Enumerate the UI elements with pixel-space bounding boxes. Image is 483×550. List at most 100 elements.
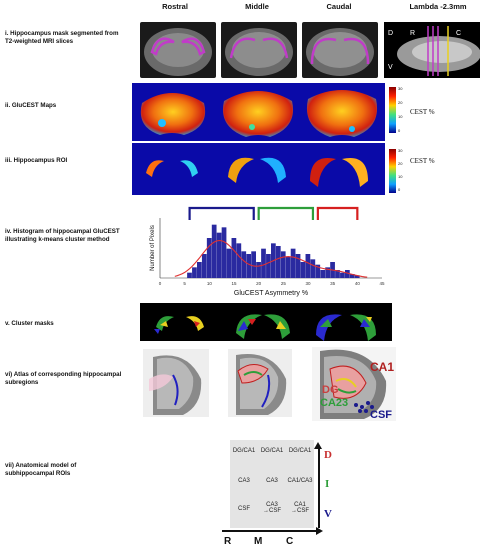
histogram-bar [246, 254, 252, 278]
histogram-bar [241, 251, 247, 278]
colorbar-maps [389, 87, 396, 133]
x-tick-label: 0 [159, 281, 162, 286]
histogram-bar [310, 259, 316, 278]
histogram-bar [236, 243, 242, 278]
histogram-bar [305, 254, 311, 278]
histogram-bar [216, 232, 222, 278]
y-axis-label: Number of Pixels [150, 225, 156, 271]
cest-label-maps: CEST % [410, 108, 435, 116]
col-header-rostral: Rostral [162, 2, 188, 11]
atlas-caudal [312, 347, 396, 421]
model-cell-r2c2: CA3 [266, 478, 278, 484]
cb2-tick-30: 30 [398, 148, 403, 153]
histogram-bar [226, 248, 232, 278]
atlas-label-ca1: CA1 [370, 360, 395, 374]
histogram-bar [256, 262, 261, 278]
atlas-label-ca23: CA23 [320, 397, 349, 409]
histogram-bar [300, 262, 306, 278]
sagittal-c: C [456, 30, 462, 37]
model-cell-r2c3: CA1/CA3 [287, 478, 313, 484]
row-label-cluster-masks: v. Cluster masks [5, 320, 54, 327]
col-header-caudal: Caudal [326, 2, 352, 11]
histogram-bar [345, 270, 350, 278]
axis-label-v: V [324, 508, 332, 520]
cest-label-roi: CEST % [410, 157, 435, 165]
histogram-bar [280, 251, 286, 278]
histogram-bar [335, 270, 340, 278]
histogram-bar [251, 251, 256, 278]
colorbar-roi [389, 149, 396, 193]
x-tick-label: 20 [256, 281, 262, 286]
row-label-model: vii) Anatomical model of subhippocampal … [5, 462, 77, 477]
col-header-middle: Middle [245, 2, 269, 11]
cb2-tick-20: 20 [398, 161, 403, 166]
model-cell-r3c2: CA3 →CSF [263, 502, 281, 514]
model-cell-r1c3: DG/CA1 [288, 448, 312, 454]
model-cell-r3c3: CA1 →CSF [291, 502, 309, 514]
fit-curve [174, 239, 368, 278]
dv-axis-line [318, 446, 320, 528]
x-tick-label: 40 [355, 281, 361, 286]
row-label-roi: iii. Hippocampus ROI [5, 157, 68, 164]
histogram-bar [275, 246, 281, 278]
histogram-bar [290, 248, 296, 278]
rc-axis-arrow [316, 526, 323, 535]
mri-slice-middle [221, 22, 297, 78]
model-cell-r3c1: CSF [238, 506, 250, 512]
axis-label-i: I [325, 478, 330, 490]
atlas-label-dg: DG [322, 384, 339, 396]
histogram-bar [295, 254, 301, 278]
histogram-bar [231, 238, 237, 278]
histogram-bar [197, 262, 202, 278]
histogram-bar [354, 275, 360, 278]
row-label-mri: i. Hippocampus mask segmented from T2-we… [5, 30, 119, 45]
mri-slice-rostral [140, 22, 216, 78]
axis-label-d: D [324, 449, 332, 461]
cb1-tick-0: 0 [398, 128, 401, 133]
cluster-bracket-1 [257, 206, 315, 220]
histogram-bar [340, 272, 345, 278]
row-label-atlas: vi) Atlas of corresponding hippocampal s… [5, 371, 122, 386]
sagittal-r: R [410, 30, 416, 37]
x-tick-label: 30 [305, 281, 311, 286]
histogram-bar [349, 274, 355, 278]
cb1-tick-20: 20 [398, 100, 403, 105]
row-label-glucest-maps: ii. GluCEST Maps [5, 102, 57, 109]
col-header-lambda: Lambda -2.3mm [409, 2, 467, 11]
histogram-bar [187, 272, 192, 278]
cluster-bracket-2 [316, 206, 359, 220]
histogram-bar [192, 267, 197, 278]
cluster-masks-panel [140, 303, 392, 341]
cb2-tick-10: 10 [398, 174, 403, 179]
cb1-tick-10: 10 [398, 114, 403, 119]
cb1-tick-30: 30 [398, 86, 403, 91]
mri-slice-caudal [302, 22, 378, 78]
axis-label-m: M [254, 536, 263, 547]
model-cell-r1c1: DG/CA1 [232, 448, 256, 454]
sagittal-d: D [388, 30, 394, 37]
x-tick-label: 15 [231, 281, 237, 286]
roi-panel [132, 143, 385, 195]
cluster-bracket-0 [188, 206, 255, 220]
row-label-histogram: iv. Histogram of hippocampal GluCEST ill… [5, 228, 120, 243]
histogram-bar [211, 224, 217, 278]
histogram-bar [221, 227, 227, 278]
histogram-bar [285, 256, 291, 278]
x-tick-label: 25 [281, 281, 287, 286]
sagittal-v: V [388, 64, 393, 71]
histogram-bar [201, 254, 207, 278]
rc-axis-line [222, 530, 318, 532]
axis-label-r: R [224, 536, 232, 547]
dv-axis-arrow [314, 442, 322, 449]
histogram-bar [315, 264, 321, 278]
atlas-rostral [143, 349, 209, 417]
histogram-bar [266, 254, 271, 278]
sagittal-view [384, 19, 481, 78]
x-axis-label: GluCEST Asymmetry % [234, 290, 308, 297]
histogram-bar [261, 248, 266, 278]
histogram-bar [206, 238, 212, 278]
atlas-middle [228, 349, 292, 417]
model-cell-r2c1: CA3 [238, 478, 250, 484]
x-tick-label: 35 [330, 281, 336, 286]
